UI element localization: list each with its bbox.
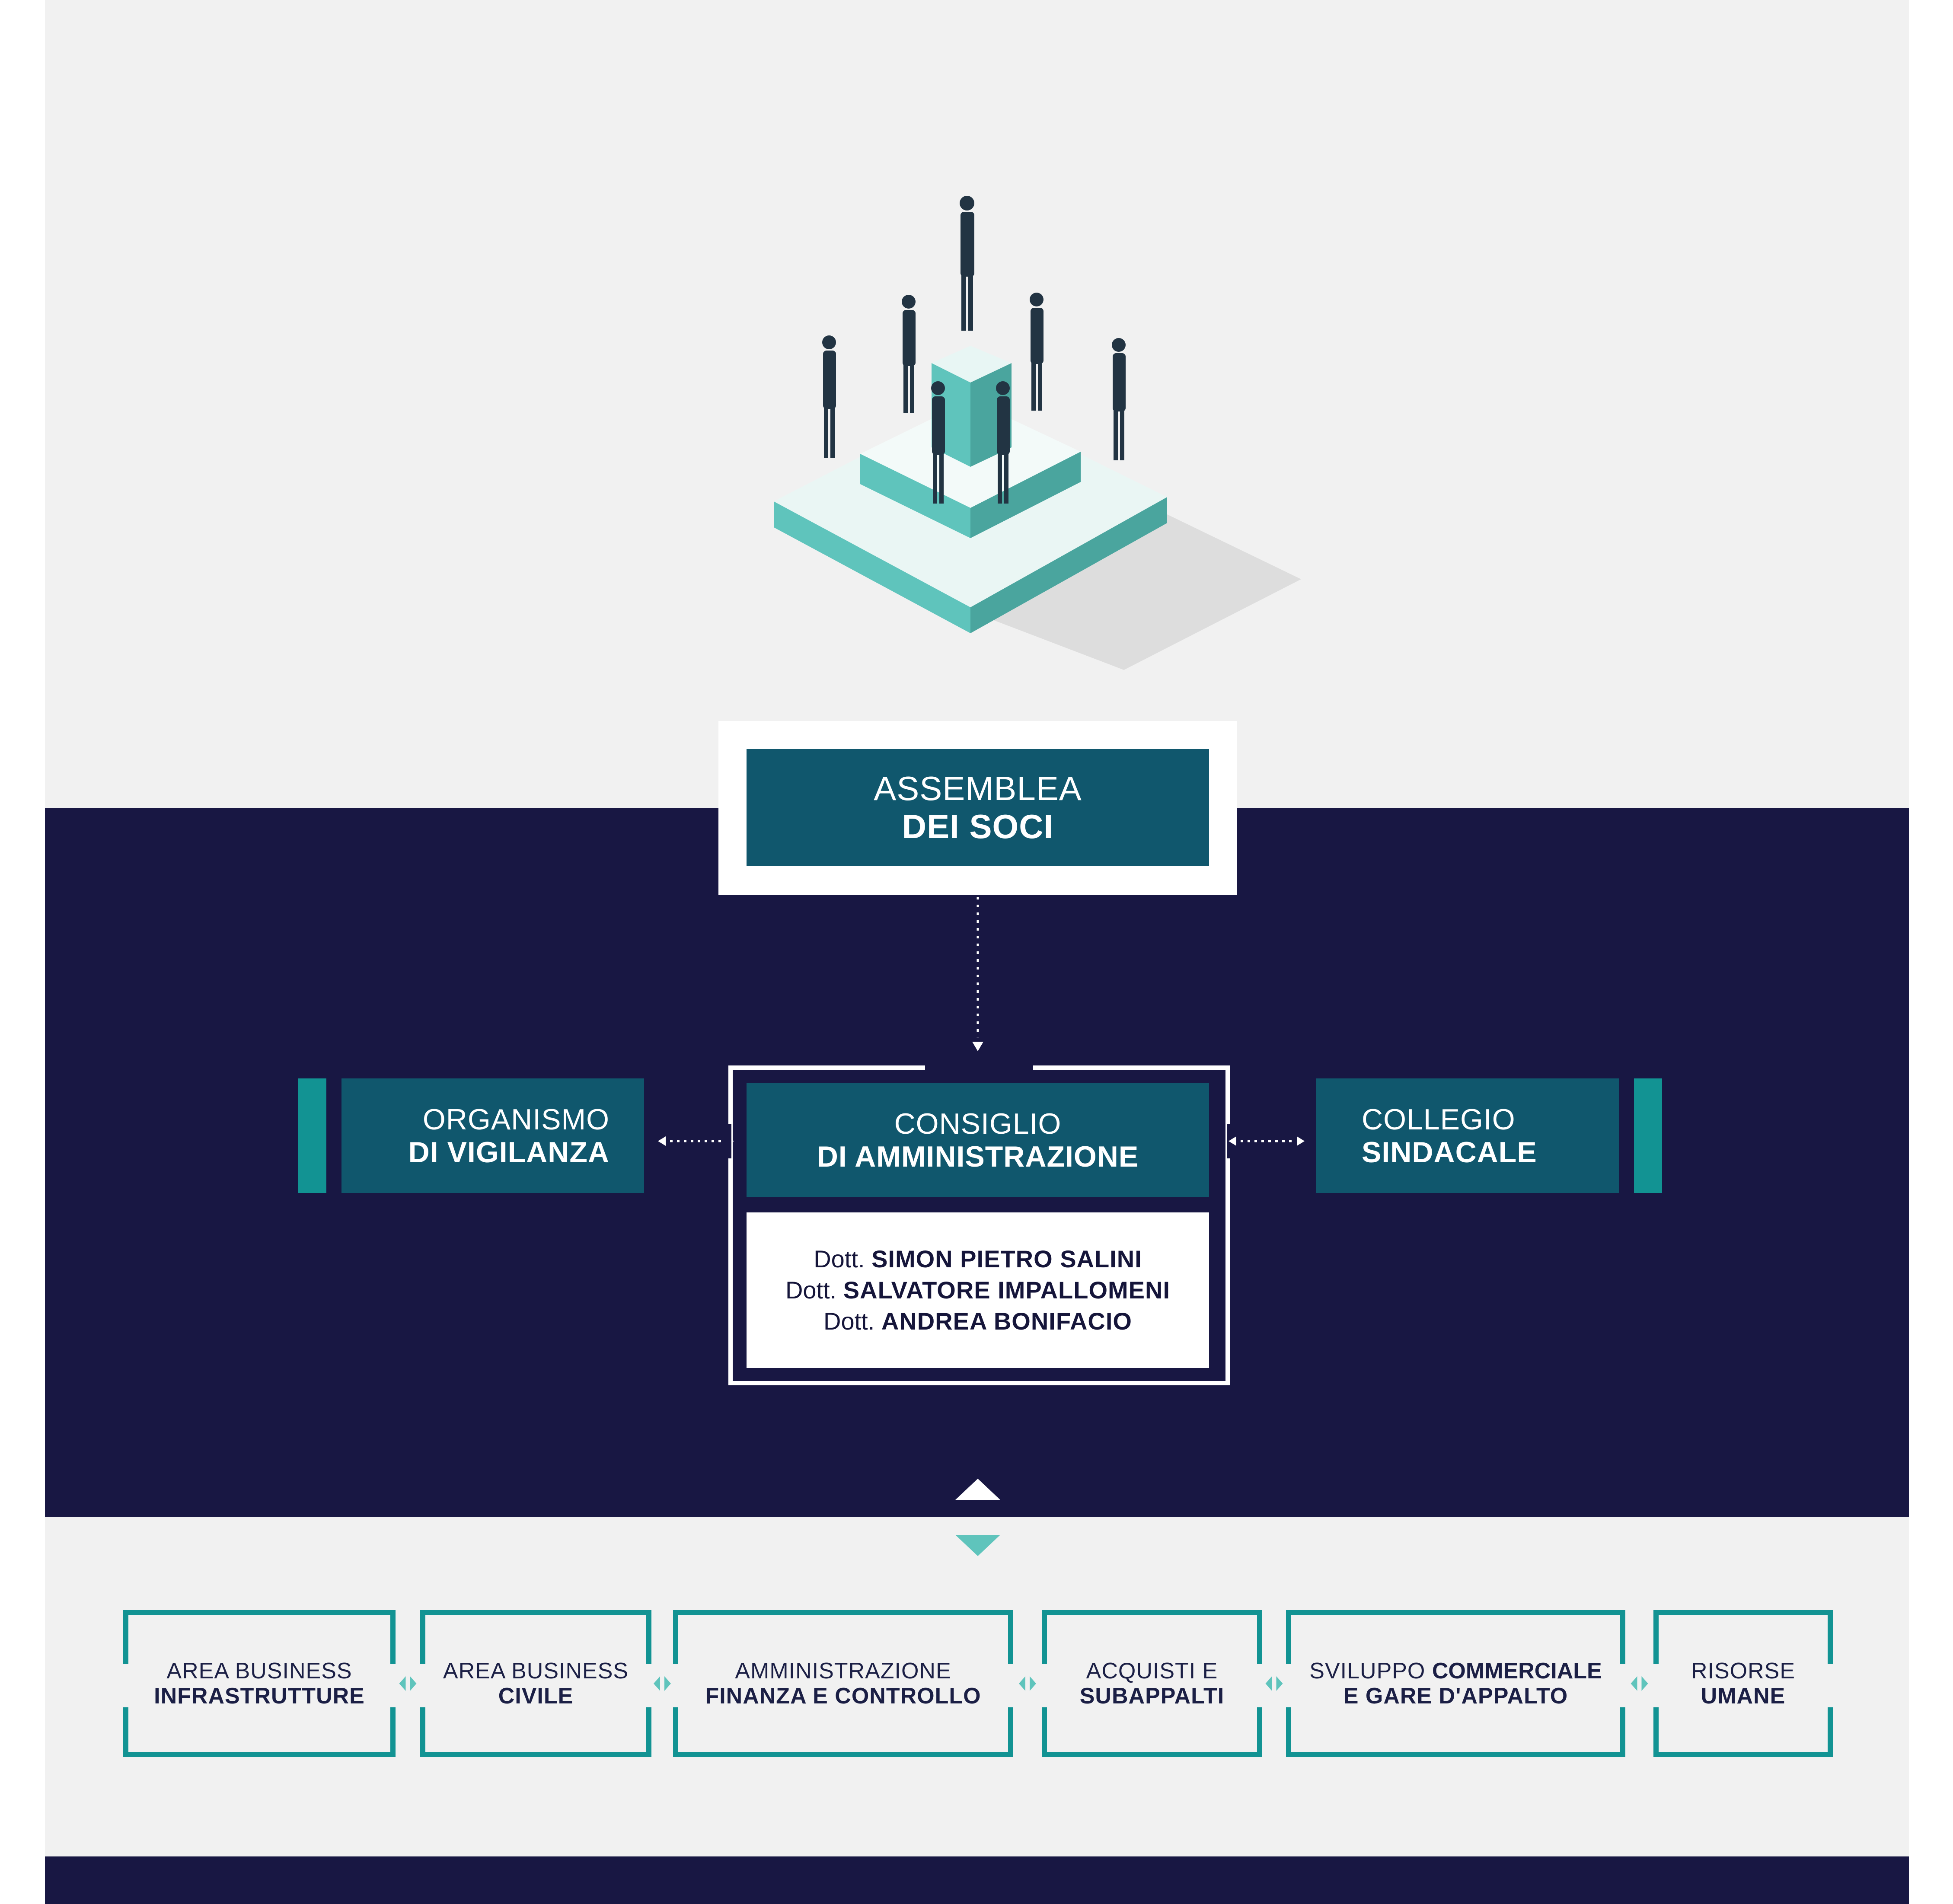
dotted-arrow-down-icon <box>972 897 983 1051</box>
organismo-box: ORGANISMO DI VIGILANZA <box>341 1078 644 1193</box>
left-accent-bar <box>298 1078 326 1193</box>
triangle-down-icon <box>955 1535 1000 1556</box>
area-box: SVILUPPO COMMERCIALE E GARE D'APPALTO <box>1309 1658 1602 1709</box>
assembly-line1: ASSEMBLEA <box>874 769 1082 807</box>
area-box: RISORSE UMANE <box>1691 1658 1796 1709</box>
board-line1: CONSIGLIO <box>894 1107 1062 1140</box>
collegio-line2: SINDACALE <box>1362 1135 1537 1169</box>
area-box: AMMINISTRAZIONE FINANZA E CONTROLLO <box>705 1658 981 1709</box>
people-on-podium-illustration <box>774 196 1301 670</box>
assembly-box: ASSEMBLEA DEI SOCI <box>747 749 1209 866</box>
footer-bar <box>45 1856 1909 1904</box>
area-box: AREA BUSINESS CIVILE <box>443 1658 629 1709</box>
dotted-double-arrow-icon <box>658 1136 734 1146</box>
board-members-box: Dott. SIMON PIETRO SALINI Dott. SALVATOR… <box>747 1212 1209 1368</box>
board-line2: DI AMMINISTRAZIONE <box>817 1140 1139 1173</box>
collegio-box: COLLEGIO SINDACALE <box>1316 1078 1619 1193</box>
area-box: ACQUISTI E SUBAPPALTI <box>1079 1658 1225 1709</box>
assembly-line2: DEI SOCI <box>902 807 1054 845</box>
board-title-box: CONSIGLIO DI AMMINISTRAZIONE <box>747 1083 1209 1197</box>
triangle-up-icon <box>955 1479 1000 1500</box>
collegio-line1: COLLEGIO <box>1362 1103 1516 1136</box>
board-member: Dott. SALVATORE IMPALLOMENI <box>785 1276 1171 1304</box>
board-member: Dott. SIMON PIETRO SALINI <box>814 1245 1142 1273</box>
organismo-line2: DI VIGILANZA <box>408 1135 610 1169</box>
dotted-double-arrow-icon <box>1229 1136 1305 1146</box>
organismo-line1: ORGANISMO <box>422 1103 610 1136</box>
board-member: Dott. ANDREA BONIFACIO <box>823 1308 1132 1335</box>
right-accent-bar <box>1634 1078 1662 1193</box>
area-box: AREA BUSINESS INFRASTRUTTURE <box>154 1658 365 1709</box>
